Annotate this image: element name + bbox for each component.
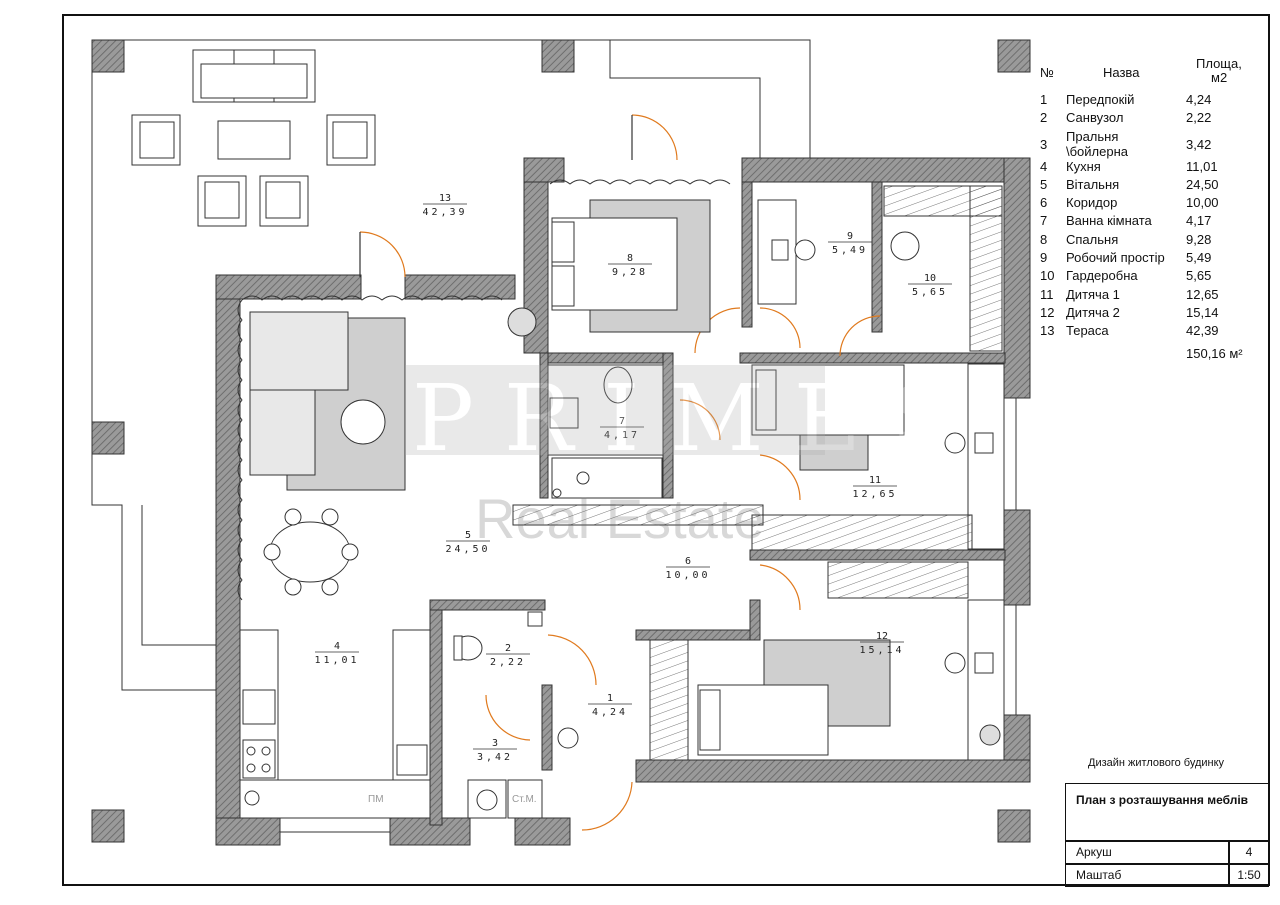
room-label-number: 2: [505, 643, 511, 654]
scale-label: Маштаб: [1065, 864, 1229, 887]
sheet-number: 4: [1229, 841, 1269, 864]
room-label-area: 2,22: [490, 657, 526, 668]
room-name: Дитяча 2: [1066, 304, 1120, 320]
washing-machine-label: Ст.М.: [512, 794, 537, 805]
room-label-area: 4,24: [592, 707, 628, 718]
room-label-area: 24,50: [445, 544, 490, 555]
room-label-number: 12: [876, 631, 888, 642]
room-area: 10,00: [1186, 195, 1219, 211]
room-label-number: 6: [685, 556, 691, 567]
room-label-number: 11: [869, 475, 881, 486]
room-area: 11,01: [1186, 158, 1218, 174]
room-label-area: 15,14: [859, 645, 904, 656]
header-area-1: Площа,: [1196, 56, 1242, 71]
room-label-area: 5,49: [832, 245, 868, 256]
terrace-furniture: [131, 49, 376, 227]
header-name: Назва: [1103, 65, 1140, 80]
room-label-area: 4,17: [604, 430, 640, 441]
room-area: 4,17: [1186, 213, 1212, 229]
title-block: План з розташування меблів Аркуш 4 Машта…: [1065, 783, 1269, 887]
room-name: Спальня: [1066, 231, 1119, 247]
room-label-number: 7: [619, 416, 625, 427]
room-num: 13: [1040, 323, 1055, 339]
room-label-number: 10: [924, 273, 936, 284]
room-name: \бойлерна: [1066, 143, 1129, 159]
header-num: №: [1040, 65, 1054, 80]
room-label-area: 5,65: [912, 287, 948, 298]
sheet-label: Аркуш: [1065, 841, 1229, 864]
living-furniture: [249, 307, 537, 596]
dishwasher-label: ПМ: [368, 794, 384, 805]
room-num: 1: [1040, 92, 1048, 107]
columns: [91, 39, 1031, 843]
header-area-2: м2: [1211, 70, 1228, 85]
room-name: Кухня: [1066, 158, 1101, 174]
room-name: Робочий простір: [1066, 250, 1165, 266]
project-title: Дизайн житлового будинку: [1088, 757, 1225, 769]
bedroom-furniture: [551, 199, 711, 333]
room-num: 10: [1040, 268, 1055, 284]
room-name: Пральня: [1066, 128, 1119, 144]
room-num: 11: [1040, 286, 1054, 302]
room-area: 12,65: [1186, 286, 1219, 302]
workspace-furniture: [757, 185, 1003, 352]
watermark-real-estate: Real Estate: [475, 487, 765, 550]
terrace: [91, 39, 811, 691]
room-name: Санвузол: [1066, 110, 1124, 126]
watermark: PRIMES Real Estate: [405, 365, 984, 550]
room-schedule-header: № Назва Площа, м2: [1040, 56, 1270, 92]
room-num: 8: [1040, 231, 1048, 247]
room-name: Передпокій: [1066, 92, 1135, 107]
room-name: Гардеробна: [1066, 268, 1138, 284]
room-num: 12: [1040, 304, 1055, 320]
room-name: Вітальня: [1066, 176, 1120, 192]
room-schedule: № Назва Площа, м2 1 Передпокій 4,24 2 Санву…: [1040, 56, 1270, 342]
room-label-number: 9: [847, 231, 853, 242]
room-area: 42,39: [1186, 323, 1219, 339]
room-label-area: 42,39: [422, 207, 467, 218]
kids-room-2-furniture: [649, 561, 1005, 761]
room-area: 2,22: [1186, 110, 1212, 126]
room-num: 5: [1040, 176, 1048, 192]
room-labels: 1342,3989,2895,49105,6574,171112,65524,5…: [314, 193, 952, 763]
room-num: 3: [1040, 136, 1048, 152]
room-area: 9,28: [1186, 231, 1212, 247]
room-area: 3,42: [1186, 136, 1212, 152]
room-name: Дитяча 1: [1066, 286, 1120, 302]
room-label-number: 4: [334, 641, 340, 652]
room-num: 7: [1040, 213, 1048, 229]
room-num: 4: [1040, 158, 1048, 174]
room-name: Тераса: [1066, 323, 1109, 339]
wc-laundry-furniture: [453, 611, 579, 819]
room-label-area: 10,00: [665, 570, 710, 581]
room-name: Коридор: [1066, 195, 1118, 211]
room-area: 5,49: [1186, 250, 1212, 266]
room-label-area: 3,42: [477, 752, 513, 763]
room-label-area: 9,28: [612, 267, 648, 278]
room-label-number: 3: [492, 738, 498, 749]
scale-value: 1:50: [1229, 864, 1269, 887]
sheet-title: План з розташування меблів: [1065, 783, 1269, 841]
room-area: 4,24: [1186, 92, 1212, 107]
room-area: 24,50: [1186, 176, 1219, 192]
kitchen-furniture: [239, 629, 431, 819]
room-num: 2: [1040, 110, 1048, 126]
room-label-number: 8: [627, 253, 633, 264]
room-area: 5,65: [1186, 268, 1212, 284]
room-label-area: 12,65: [852, 489, 897, 500]
room-name: Ванна кімната: [1066, 213, 1152, 229]
watermark-primes: PRIMES: [412, 365, 984, 472]
room-num: 9: [1040, 250, 1048, 266]
room-label-number: 1: [607, 693, 613, 704]
room-label-number: 5: [465, 530, 471, 541]
kids-room-1-furniture: [512, 363, 1005, 551]
bathroom-furniture: [547, 364, 664, 499]
total-area: 150,16 м²: [1186, 346, 1243, 361]
room-label-area: 11,01: [314, 655, 359, 666]
room-num: 6: [1040, 195, 1048, 211]
drawing-frame: [62, 14, 1270, 886]
room-label-number: 13: [439, 193, 451, 204]
room-area: 15,14: [1186, 304, 1219, 320]
